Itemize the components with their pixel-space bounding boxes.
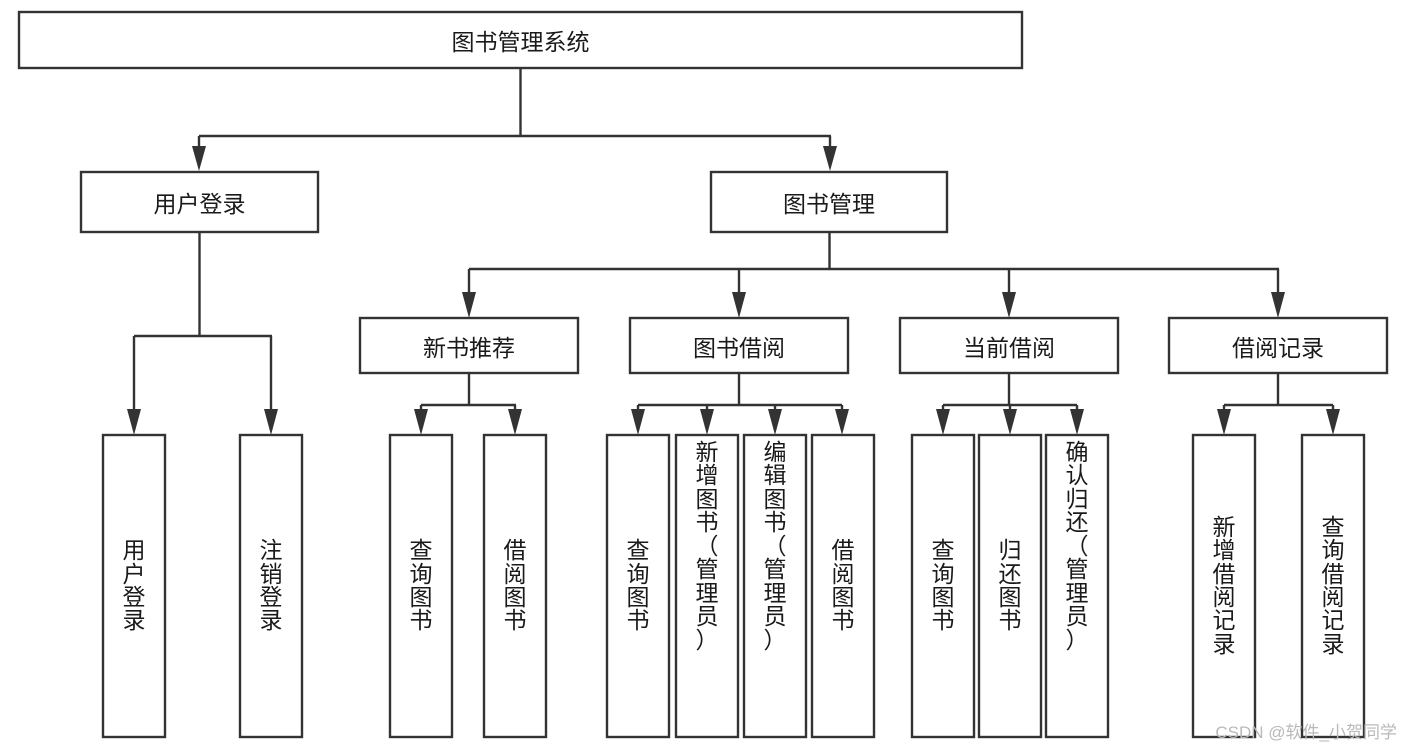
- node-leaf-br-add-box[interactable]: [1191, 433, 1257, 739]
- arrowhead-leaf-user-login-1: [127, 409, 141, 435]
- node-borrow-record-box[interactable]: [1167, 316, 1389, 375]
- node-leaf-br-query-box[interactable]: [1300, 433, 1366, 739]
- arrowhead-cb-2: [1003, 409, 1017, 435]
- node-leaf-logout-box[interactable]: [238, 433, 304, 739]
- node-user-login-box[interactable]: [79, 170, 320, 234]
- arrowhead-book-borrow: [732, 292, 746, 318]
- arrowhead-user-login: [192, 146, 206, 171]
- arrowhead-leaf-user-login-2: [264, 409, 278, 435]
- arrowhead-bb-2: [700, 409, 714, 435]
- arrowhead-br-1: [1217, 409, 1231, 435]
- node-leaf-cb-query-box[interactable]: [910, 433, 976, 739]
- arrowhead-bb-3: [768, 409, 782, 435]
- node-current-borrow-box[interactable]: [898, 316, 1120, 375]
- arrowhead-bb-1: [631, 409, 645, 435]
- node-leaf-nb-borrow-box[interactable]: [482, 433, 548, 739]
- node-leaf-bb-add-box[interactable]: [674, 433, 740, 739]
- arrowhead-br-2: [1326, 409, 1340, 435]
- arrowhead-new-book: [462, 292, 476, 318]
- node-leaf-cb-return-box[interactable]: [977, 433, 1043, 739]
- node-book-manage-box[interactable]: [709, 170, 949, 234]
- node-leaf-bb-edit-box[interactable]: [742, 433, 808, 739]
- arrowhead-nb-2: [508, 409, 522, 435]
- arrowhead-cb-1: [936, 409, 950, 435]
- node-leaf-bb-query-box[interactable]: [605, 433, 671, 739]
- arrowhead-borrow-record: [1271, 292, 1285, 318]
- arrowhead-nb-1: [414, 409, 428, 435]
- node-root-box[interactable]: [17, 10, 1024, 70]
- arrowhead-current-borrow: [1002, 292, 1016, 318]
- node-book-borrow-box[interactable]: [628, 316, 850, 375]
- node-new-book-box[interactable]: [358, 316, 580, 375]
- node-leaf-cb-confirm-box[interactable]: [1044, 433, 1110, 739]
- node-leaf-nb-query-box[interactable]: [388, 433, 454, 739]
- node-leaf-bb-borrow-box[interactable]: [810, 433, 876, 739]
- arrowhead-bb-4: [835, 409, 849, 435]
- arrowhead-book-manage: [823, 146, 837, 171]
- csdn-watermark: CSDN @软件_小贺同学: [1215, 723, 1397, 742]
- arrowhead-cb-3: [1070, 409, 1084, 435]
- node-leaf-user-login-box[interactable]: [101, 433, 167, 739]
